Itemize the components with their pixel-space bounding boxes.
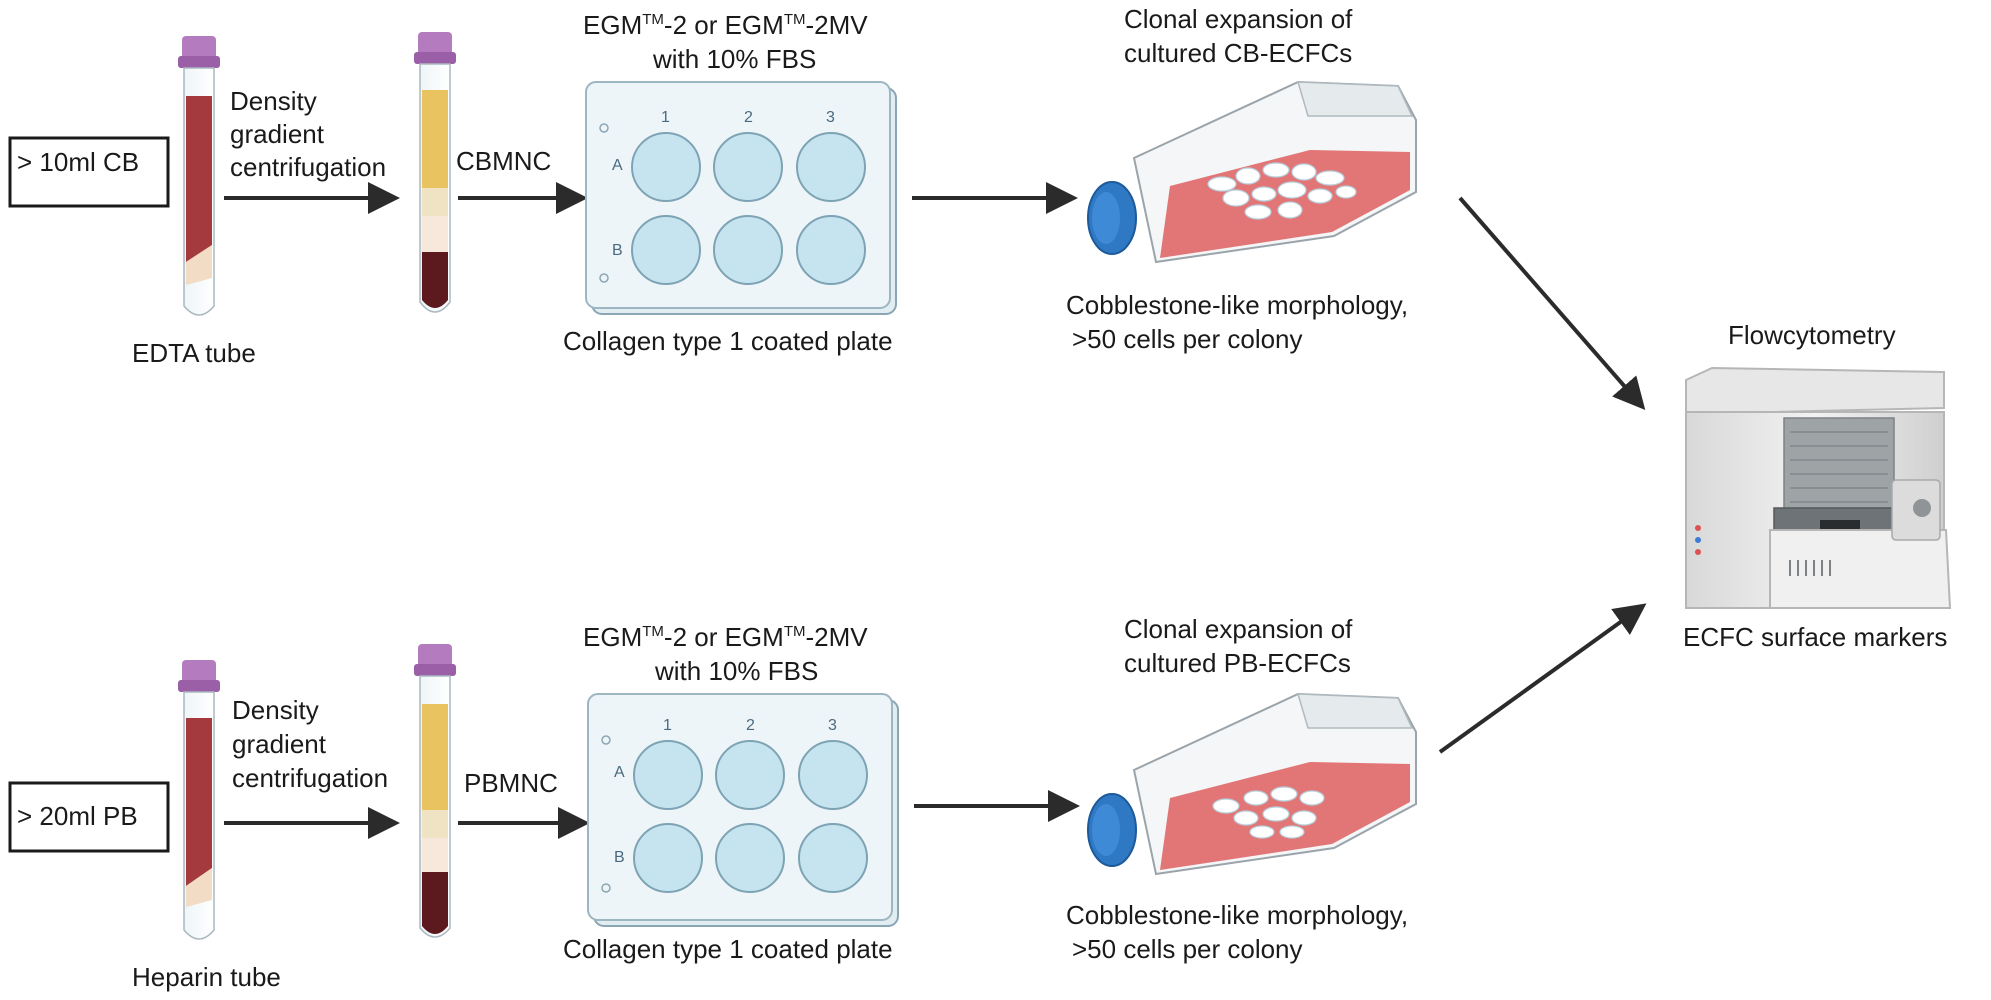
well	[631, 132, 701, 202]
heparin-tube	[178, 660, 220, 940]
cell-label-cbmnc: CBMNC	[456, 146, 551, 176]
medium-line-2: with 10% FBS	[654, 656, 818, 686]
expansion-line-2-bottom: cultured PB-ECFCs	[1124, 648, 1351, 678]
top-row: > 10ml CB EDTA tube Density gradient cen…	[8, 4, 1646, 411]
arrow-to-flow-bottom	[1438, 603, 1647, 754]
medium-line-2: with 10% FBS	[652, 44, 816, 74]
plate-col-1: 1	[663, 717, 672, 734]
morphology-line-1-bottom: Cobblestone-like morphology,	[1066, 900, 1408, 930]
culture-flask-top	[1087, 80, 1417, 264]
well	[796, 132, 866, 202]
expansion-line-1-bottom: Clonal expansion of	[1124, 614, 1353, 644]
source-box-cb: > 10ml CB	[8, 136, 170, 208]
step1-line-1: Density	[230, 86, 317, 116]
plate-row-a: A	[614, 764, 625, 781]
plate-row-a: A	[612, 157, 623, 174]
source-box-pb: > 20ml PB	[8, 781, 170, 853]
plate-row-b: B	[612, 242, 623, 259]
well	[715, 823, 785, 893]
flow-caption: ECFC surface markers	[1683, 622, 1947, 652]
edta-tube	[178, 36, 220, 316]
plate-row-b: B	[614, 849, 625, 866]
step1-text-bottom: Density gradient centrifugation	[232, 695, 388, 793]
well	[633, 740, 703, 810]
well-plate-top: 1 2 3 A B	[585, 81, 897, 315]
well	[631, 215, 701, 285]
step1-line-3: centrifugation	[230, 152, 386, 182]
morphology-line-2-bottom: >50 cells per colony	[1072, 934, 1303, 964]
well	[798, 823, 868, 893]
expansion-line-1-top: Clonal expansion of	[1124, 4, 1353, 34]
morphology-line-2-top: >50 cells per colony	[1072, 324, 1303, 354]
plate-col-2: 2	[744, 109, 753, 126]
tube-cap	[182, 36, 216, 62]
well	[796, 215, 866, 285]
plate-col-3: 3	[826, 109, 835, 126]
arrow-to-flow-top	[1458, 196, 1646, 411]
plate-col-2: 2	[746, 717, 755, 734]
tube-label-edta: EDTA tube	[132, 338, 256, 368]
expansion-line-2-top: cultured CB-ECFCs	[1124, 38, 1352, 68]
well	[798, 740, 868, 810]
bottom-row: > 20ml PB Heparin tube Density gradient …	[8, 603, 1647, 992]
source-label-pb: > 20ml PB	[17, 801, 138, 831]
well	[633, 823, 703, 893]
medium-text-top: EGMTM-2 or EGMTM-2MV with 10% FBS	[583, 10, 868, 74]
flow-cytometer-machine	[1685, 366, 1952, 609]
flow-title: Flowcytometry	[1728, 320, 1896, 350]
step1-text-top: Density gradient centrifugation	[230, 86, 386, 182]
flow-cytometry-section: Flowcytometry	[1683, 320, 1952, 652]
source-label-cb: > 10ml CB	[17, 147, 139, 177]
centrifuged-tube-bottom	[414, 644, 456, 938]
culture-flask-bottom	[1087, 692, 1417, 876]
plate-col-3: 3	[828, 717, 837, 734]
plate-label-top: Collagen type 1 coated plate	[563, 326, 893, 356]
well	[715, 740, 785, 810]
well-plate-bottom: 1 2 3 A B	[587, 693, 899, 927]
tube-label-heparin: Heparin tube	[132, 962, 281, 992]
step1-line-3: centrifugation	[232, 763, 388, 793]
well	[713, 132, 783, 202]
well	[713, 215, 783, 285]
plate-col-1: 1	[661, 109, 670, 126]
step1-line-1: Density	[232, 695, 319, 725]
medium-line-1: EGMTM-2 or EGMTM-2MV	[583, 622, 868, 652]
step1-line-2: gradient	[232, 729, 327, 759]
centrifuged-tube-top	[414, 32, 456, 313]
cell-label-pbmnc: PBMNC	[464, 768, 558, 798]
medium-line-1: EGMTM-2 or EGMTM-2MV	[583, 10, 868, 40]
morphology-line-1-top: Cobblestone-like morphology,	[1066, 290, 1408, 320]
step1-line-2: gradient	[230, 119, 325, 149]
medium-text-bottom: EGMTM-2 or EGMTM-2MV with 10% FBS	[583, 622, 868, 686]
plate-label-bottom: Collagen type 1 coated plate	[563, 934, 893, 964]
